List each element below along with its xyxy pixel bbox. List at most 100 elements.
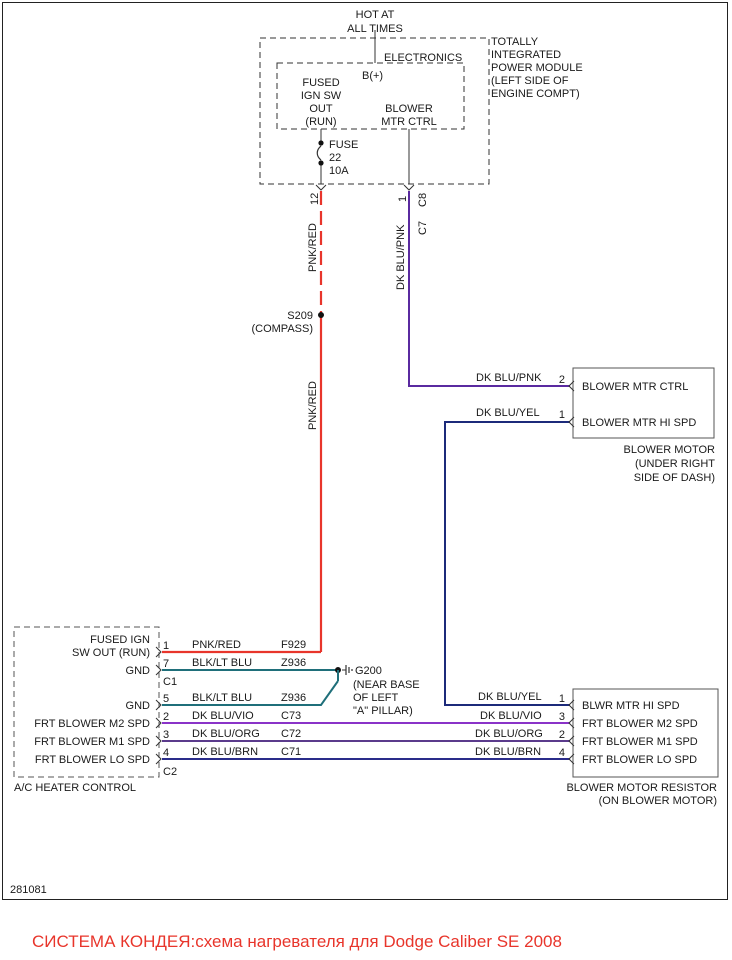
dk-blu-pnk-wire: DK BLU/PNK DK BLU/PNK — [395, 191, 570, 387]
pnk-red-upper-label: PNK/RED — [307, 223, 319, 272]
pin-1-label: 1 — [397, 196, 409, 202]
fused-label-4: (RUN) — [305, 116, 336, 128]
splice-note: (COMPASS) — [251, 323, 313, 335]
resistor-pin-1: 1 — [559, 693, 565, 705]
splice-name: S209 — [287, 310, 313, 322]
dk-blu-pnk-vertical-label: DK BLU/PNK — [395, 224, 407, 290]
resistor-pin-2: 2 — [559, 729, 565, 741]
blower-ctrl-terminal-label: BLOWER MTR CTRL — [582, 381, 688, 393]
hvac-pin-2: 2 — [163, 711, 169, 723]
caption: СИСТЕМА КОНДЕЯ:схема нагревателя для Dod… — [32, 932, 562, 951]
electronics-label: ELECTRONICS — [384, 52, 462, 64]
ground-note-2: OF LEFT — [353, 692, 399, 704]
splice-dot — [318, 312, 324, 318]
resistor-outline — [572, 688, 719, 778]
ground-note-3: "A" PILLAR) — [353, 705, 413, 717]
blower-motor-resistor: 1 3 2 4 BLWR MTR HI SPD FRT BLOWER M2 SP… — [559, 688, 719, 807]
hvac-pin-5: 5 — [163, 693, 169, 705]
pnk-red-lower-label: PNK/RED — [307, 381, 319, 430]
electronics-outline — [276, 62, 465, 130]
row-5-circuit-label: C72 — [281, 728, 301, 740]
hvac-control-name: A/C HEATER CONTROL — [14, 782, 136, 794]
row-6-wire-label: DK BLU/BRN — [192, 746, 258, 758]
hvac-pin-7: 7 — [163, 658, 169, 670]
row-5-wire-label: DK BLU/ORG — [192, 728, 260, 740]
row-2-wire-label: BLK/LT BLU — [192, 657, 252, 669]
dk-blu-yel-wire: DK BLU/YEL DK BLU/YEL — [444, 407, 570, 706]
ground-note-1: (NEAR BASE — [353, 679, 420, 691]
pin-12-label: 12 — [309, 193, 321, 205]
hvac-row-5-label: FRT BLOWER M1 SPD — [34, 736, 150, 748]
hvac-row-1-label-b: SW OUT (RUN) — [72, 647, 150, 659]
blower-motor-outline — [572, 367, 715, 439]
fuse-label-2: 22 — [329, 152, 341, 164]
blower-ctrl-label-2: MTR CTRL — [381, 116, 437, 128]
c8-label: C8 — [417, 193, 429, 207]
hvac-row-4-label: FRT BLOWER M2 SPD — [34, 718, 150, 730]
fused-label-1: FUSED — [302, 77, 339, 89]
fuse-terminal-bottom — [318, 160, 324, 166]
fuse-label-1: FUSE — [329, 139, 358, 151]
row-2-circuit-label: Z936 — [281, 657, 306, 669]
blower-motor-name-1: BLOWER MOTOR — [624, 444, 716, 456]
module-name-line-4: (LEFT SIDE OF — [491, 75, 569, 87]
fused-label-2: IGN SW — [301, 90, 342, 102]
hvac-control: FUSED IGN SW OUT (RUN) GND GND FRT BLOWE… — [13, 626, 177, 794]
power-module: HOT AT ALL TIMES TOTALLY INTEGRATED POWE… — [259, 9, 583, 235]
hvac-pin-3: 3 — [163, 729, 169, 741]
connector-chevron — [403, 184, 415, 191]
fuse-terminal-top — [318, 140, 324, 146]
diagram-frame — [2, 2, 728, 900]
hvac-pin-1: 1 — [163, 640, 169, 652]
resistor-label-2: FRT BLOWER M2 SPD — [582, 718, 698, 730]
fuse-icon — [316, 145, 322, 161]
all-times-label: ALL TIMES — [347, 23, 403, 35]
row-6-circuit-label: C71 — [281, 746, 301, 758]
blower-motor: 2 1 BLOWER MTR CTRL BLOWER MTR HI SPD BL… — [559, 367, 716, 484]
hvac-row-3-label: GND — [126, 700, 151, 712]
dk-blu-pnk-label: DK BLU/PNK — [476, 372, 542, 384]
row-1-circuit-label: F929 — [281, 639, 306, 651]
hvac-row-1-label-a: FUSED IGN — [90, 634, 150, 646]
ground-icon — [342, 665, 353, 675]
module-name-line-3: POWER MODULE — [491, 62, 583, 74]
hvac-row-6-label: FRT BLOWER LO SPD — [35, 754, 150, 766]
ground-g200: G200 (NEAR BASE OF LEFT "A" PILLAR) — [335, 665, 420, 717]
row-4-circuit-label: C73 — [281, 710, 301, 722]
resistor-name-1: BLOWER MOTOR RESISTOR — [566, 782, 717, 794]
resistor-label-4: FRT BLOWER LO SPD — [582, 754, 697, 766]
hvac-control-outline — [13, 626, 160, 778]
resistor-label-1: BLWR MTR HI SPD — [582, 700, 680, 712]
connector-chevron — [315, 184, 327, 191]
ground-name: G200 — [355, 665, 382, 677]
blower-pin-1: 1 — [559, 409, 565, 421]
blower-motor-name-3: SIDE OF DASH) — [634, 472, 715, 484]
hvac-row-2-label: GND — [126, 665, 151, 677]
fuse-label-3: 10A — [329, 165, 349, 177]
dk-blu-yel-bottom-label: DK BLU/YEL — [478, 691, 542, 703]
module-name-line-5: ENGINE COMPT) — [491, 88, 580, 100]
module-name-line-1: TOTALLY — [491, 36, 539, 48]
dk-blu-yel-top-label: DK BLU/YEL — [476, 407, 540, 419]
hot-at-label: HOT AT — [356, 9, 395, 21]
resistor-pin-4: 4 — [559, 747, 565, 759]
bplus-label: B(+) — [362, 70, 383, 82]
row-3-circuit-label: Z936 — [281, 692, 306, 704]
pnk-red-wire: PNK/RED PNK/RED S209 (COMPASS) — [162, 191, 324, 654]
hvac-c1-label: C1 — [163, 676, 177, 688]
blower-hi-terminal-label: BLOWER MTR HI SPD — [582, 417, 696, 429]
dk-blu-org-right-label: DK BLU/ORG — [475, 728, 543, 740]
row-4-wire-label: DK BLU/VIO — [192, 710, 254, 722]
resistor-pin-3: 3 — [559, 711, 565, 723]
row-1-wire-label: PNK/RED — [192, 639, 241, 651]
dk-blu-vio-right-label: DK BLU/VIO — [480, 710, 542, 722]
figure-id: 281081 — [10, 884, 47, 896]
dk-blu-brn-right-label: DK BLU/BRN — [475, 746, 541, 758]
module-name-line-2: INTEGRATED — [491, 49, 561, 61]
resistor-label-3: FRT BLOWER M1 SPD — [582, 736, 698, 748]
hvac-pin-4: 4 — [163, 747, 169, 759]
fused-label-3: OUT — [309, 103, 333, 115]
blower-pin-2: 2 — [559, 374, 565, 386]
blower-motor-name-2: (UNDER RIGHT — [635, 458, 715, 470]
